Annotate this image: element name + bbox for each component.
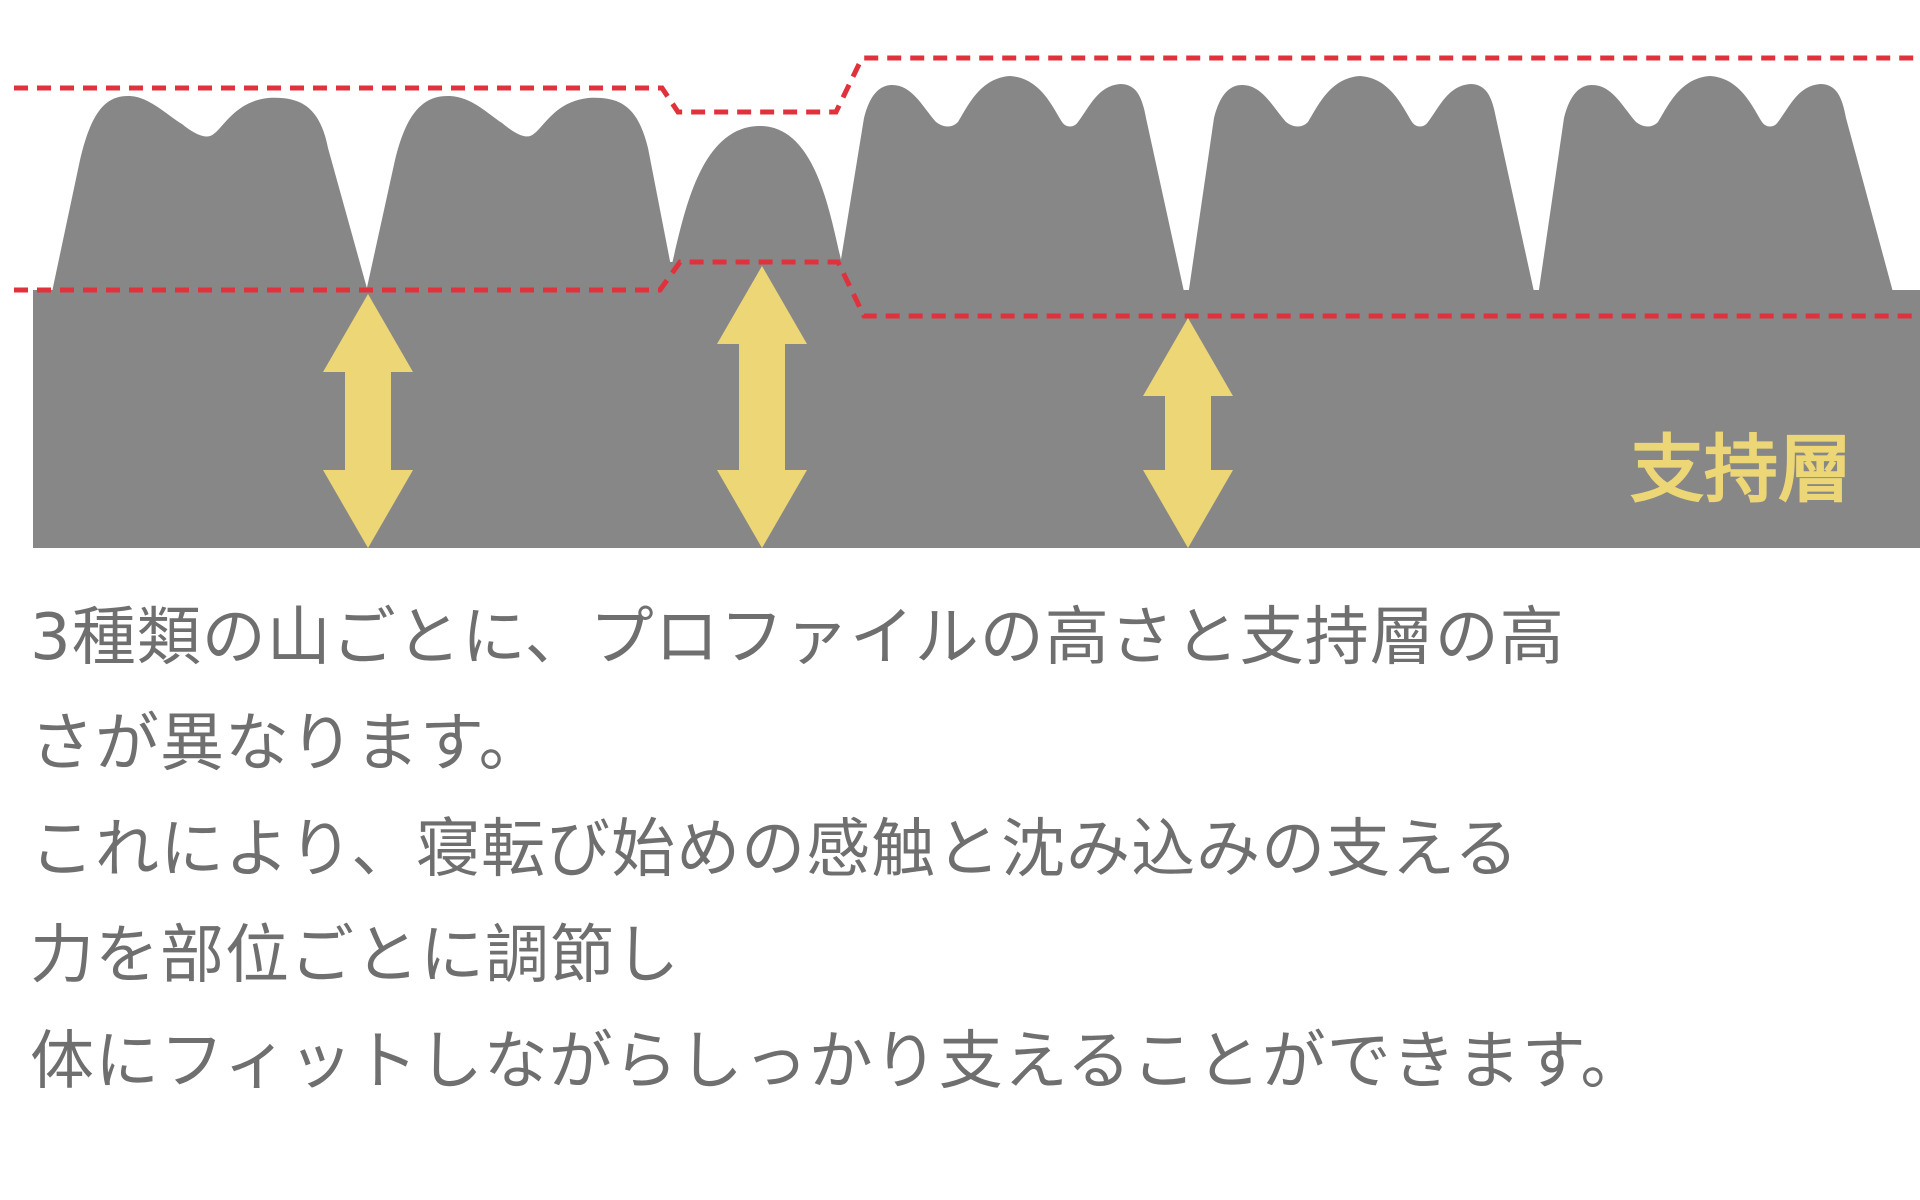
support-height-arrow-1 (323, 294, 413, 548)
support-layer-height-guide-line (14, 259, 1920, 319)
profile-peak-triple-2 (1186, 76, 1538, 310)
profile-peak-triple-3 (1536, 76, 1920, 318)
profile-peak-large-1 (52, 95, 368, 293)
profile-diagram: 支持層 (14, 55, 1920, 548)
profile-peak-large-2 (366, 95, 676, 293)
profile-peak-triple-1 (836, 76, 1188, 310)
profile-peak-short (672, 125, 842, 264)
description-line-4: 力を部位ごとに調節し (30, 919, 680, 993)
support-layer-label: 支持層 (1630, 427, 1852, 513)
description-line-5: 体にフィットしながらしっかり支えることができます。 (30, 1025, 1646, 1099)
description-line-3: これにより、寝転び始めの感触と沈み込みの支える (30, 813, 1520, 887)
support-height-arrow-2 (717, 266, 807, 548)
description-line-2: さが異なります。 (30, 707, 544, 781)
profile-height-guide-line (14, 55, 1920, 115)
support-height-arrow-3 (1143, 318, 1233, 548)
description-text: 3種類の山ごとに、プロファイルの高さと支持層の高 さが異なります。 これにより、… (30, 585, 1900, 1115)
description-line-1: 3種類の山ごとに、プロファイルの高さと支持層の高 (30, 601, 1565, 675)
